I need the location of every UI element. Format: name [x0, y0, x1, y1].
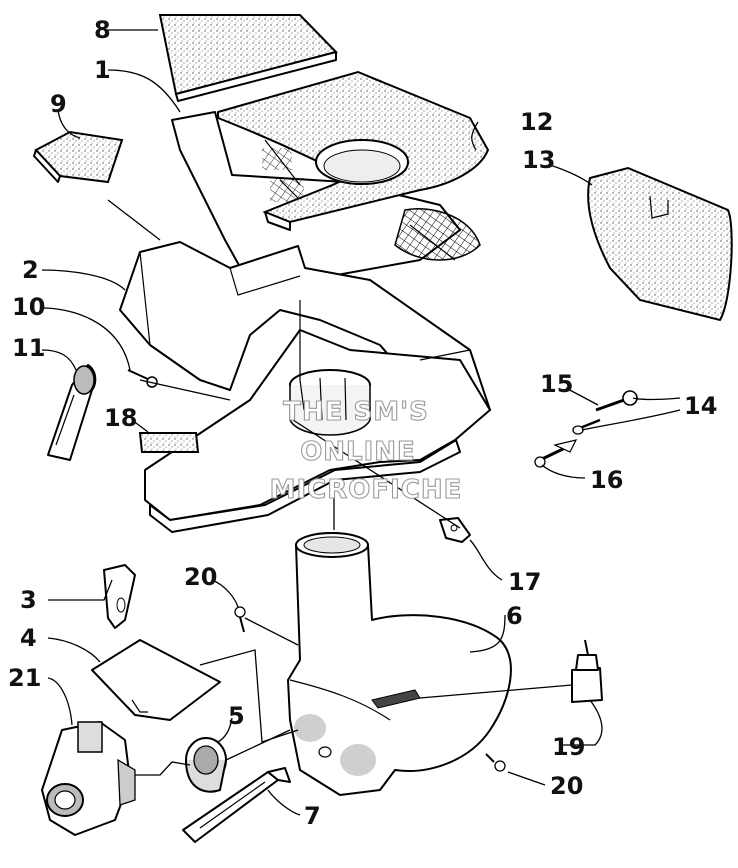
callout-20-lower: 20	[550, 772, 583, 800]
callout-9: 9	[50, 90, 67, 118]
part-6-intake-boot	[287, 532, 512, 796]
callout-18: 18	[104, 404, 137, 432]
part-17-bracket	[439, 517, 471, 543]
callout-6: 6	[506, 602, 523, 630]
callout-8: 8	[94, 16, 111, 44]
part-5-coupling	[185, 737, 227, 793]
watermark-line-2: ONLINE	[300, 437, 416, 467]
part-11-latch	[47, 364, 97, 461]
callout-13: 13	[522, 146, 555, 174]
part-20-screw-lower	[485, 753, 506, 772]
part-15-bolt	[595, 390, 638, 412]
part-18-strip	[138, 432, 200, 453]
callout-11: 11	[12, 334, 45, 362]
callout-7: 7	[304, 802, 321, 830]
part-21-carburetor	[41, 721, 136, 836]
callout-16: 16	[590, 466, 623, 494]
callout-20-upper: 20	[184, 563, 217, 591]
part-7-strap	[182, 767, 291, 843]
part-3-clip	[103, 564, 136, 629]
callout-3: 3	[20, 586, 37, 614]
callout-numbers: 8 1 9 12 13 2 10 11 18 15 14 16 17 20 3 …	[8, 16, 717, 830]
part-20-screw-upper	[234, 606, 246, 633]
callout-14: 14	[684, 392, 717, 420]
callout-2: 2	[22, 256, 39, 284]
part-12-foam-filter	[217, 70, 490, 231]
part-16-nut	[534, 439, 578, 468]
callout-19: 19	[552, 733, 585, 761]
watermark-line-3: MICROFICHE	[270, 475, 463, 505]
callout-4: 4	[20, 624, 37, 652]
part-19-bottle	[571, 639, 603, 703]
callout-21: 21	[8, 664, 41, 692]
callout-15: 15	[540, 370, 573, 398]
callout-10: 10	[12, 293, 45, 321]
callout-12: 12	[520, 108, 553, 136]
callout-5: 5	[228, 702, 245, 730]
part-4-plate	[91, 639, 221, 721]
part-8-foam-pad	[158, 14, 338, 102]
watermark: THE SM'S ONLINE MICROFICHE	[269, 396, 463, 505]
part-9-wedge-foam	[33, 130, 124, 184]
leader-lines	[41, 29, 681, 816]
watermark-line-1: THE SM'S	[283, 397, 429, 427]
callout-1: 1	[94, 56, 111, 84]
part-10-rivet	[127, 369, 158, 388]
part-airbox-tray	[144, 300, 491, 533]
callout-17: 17	[508, 568, 541, 596]
part-13-side-foam	[587, 166, 733, 322]
